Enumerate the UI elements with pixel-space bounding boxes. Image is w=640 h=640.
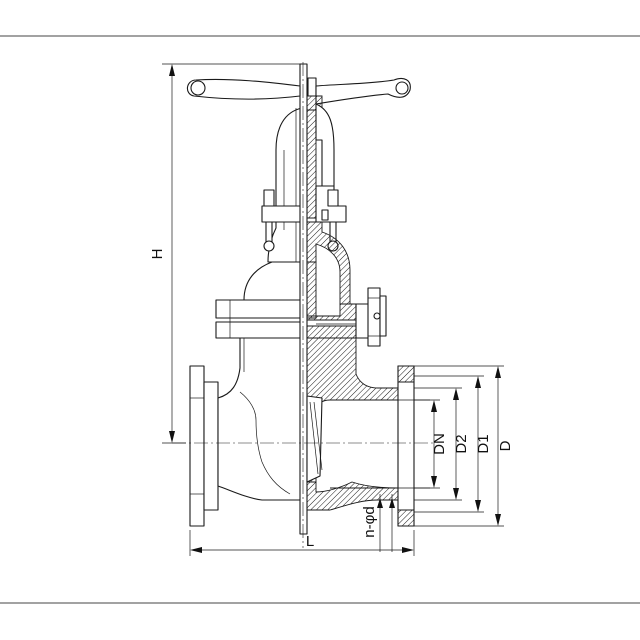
section-bonnet: [306, 221, 357, 339]
bonnet: [215, 261, 303, 339]
handwheel: [186, 77, 411, 105]
dimension-l: L: [189, 530, 415, 556]
dimension-h: H: [149, 63, 300, 444]
label-d1: D1: [475, 434, 492, 453]
dimension-d: D: [414, 365, 514, 527]
label-d: D: [497, 440, 514, 451]
bonnet-bolt: [355, 287, 387, 347]
dimension-d2: D2: [414, 387, 470, 501]
dimension-dn: DN: [414, 399, 448, 489]
label-h: H: [149, 249, 166, 260]
dimension-bolt-holes: n-φd: [361, 494, 395, 552]
label-dn: DN: [431, 433, 448, 455]
right-flange: [397, 365, 430, 527]
gate-wedge: [306, 395, 323, 483]
label-l: L: [306, 533, 314, 550]
dimension-d1: D1: [414, 375, 492, 513]
left-flange: [189, 365, 219, 527]
valve-body: [217, 337, 303, 501]
gland-bolt-left: [263, 189, 275, 252]
valve-stem: [299, 63, 308, 535]
section-yoke: [306, 95, 347, 223]
label-d2: D2: [453, 434, 470, 453]
yoke: [261, 107, 303, 263]
label-bolt-holes: n-φd: [361, 506, 378, 537]
